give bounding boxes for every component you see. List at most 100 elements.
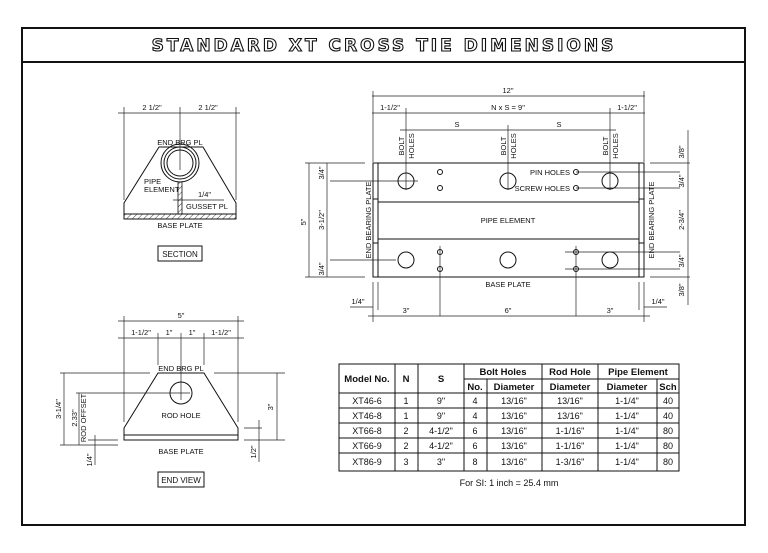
end-dim-overall: 5" — [178, 311, 185, 320]
cell-sch: 80 — [663, 441, 673, 451]
end-dim-1: 1-1/2" — [131, 328, 151, 337]
bolt-label-1b: HOLES — [407, 133, 416, 158]
cell-model: XT86-9 — [352, 457, 382, 467]
section-gusset-thk: 1/4" — [198, 190, 211, 199]
plan-dim-right-a: 3/4" — [677, 174, 686, 187]
th-n: N — [403, 374, 410, 385]
cell-bolt-no: 6 — [472, 441, 477, 451]
plan-dim-right-edge: 1-1/2" — [617, 103, 637, 112]
plan-dim-bot-mid: 6" — [505, 306, 512, 315]
bolt-label-3b: HOLES — [611, 133, 620, 158]
screw-holes-label: SCREW HOLES — [515, 184, 570, 193]
cell-sch: 80 — [663, 426, 673, 436]
cell-s: 4-1/2" — [429, 441, 453, 451]
end-dim-3: 1" — [189, 328, 196, 337]
cell-sch: 40 — [663, 411, 673, 421]
cell-s: 4-1/2" — [429, 426, 453, 436]
cell-model: XT46-8 — [352, 411, 382, 421]
section-pipe-label-1: PIPE — [144, 177, 161, 186]
plan-dim-overall: 12" — [502, 86, 513, 95]
cell-bolt-no: 6 — [472, 426, 477, 436]
th-rod-dia: Diameter — [550, 382, 591, 393]
end-rod-hole-label: ROD HOLE — [161, 411, 200, 420]
cell-s: 9" — [437, 411, 445, 421]
cell-n: 1 — [403, 396, 408, 406]
cell-bolt-dia: 13/16" — [501, 426, 527, 436]
th-model: Model No. — [344, 374, 389, 385]
cell-s: 9" — [437, 396, 445, 406]
cell-n: 1 — [403, 411, 408, 421]
th-rod-hole: Rod Hole — [549, 367, 591, 378]
end-dim-height-right: 3" — [266, 403, 275, 410]
end-dim-rod-offset: 2.33" — [70, 409, 79, 427]
plan-dim-s2: S — [556, 120, 561, 129]
cell-sch: 40 — [663, 396, 673, 406]
section-view-label: SECTION — [162, 250, 198, 259]
cell-bolt-dia: 13/16" — [501, 396, 527, 406]
cell-model: XT66-8 — [352, 426, 382, 436]
section-end-brg-label: END BRG PL — [157, 138, 202, 147]
si-note: For SI: 1 inch = 25.4 mm — [460, 478, 559, 488]
sheet-frame — [21, 27, 746, 526]
cell-pipe-dia: 1-1/4" — [615, 441, 639, 451]
th-bolt-dia: Diameter — [494, 382, 535, 393]
sheet-title: STANDARD XT CROSS TIE DIMENSIONS — [152, 36, 617, 56]
section-dim-left: 2 1/2" — [142, 103, 162, 112]
plan-dim-right-top: 3/8" — [677, 145, 686, 158]
bolt-label-3a: BOLT — [601, 136, 610, 155]
cell-bolt-dia: 13/16" — [501, 457, 527, 467]
cell-rod-dia: 1-1/16" — [556, 426, 585, 436]
cell-s: 3" — [437, 457, 445, 467]
end-dim-height-left: 3-1/4" — [54, 399, 63, 419]
plan-dim-nxs: N x S = 9" — [491, 103, 525, 112]
bolt-label-1a: BOLT — [397, 136, 406, 155]
table-row: XT86-9 3 3" 8 13/16" 1-3/16" 1-1/4" 80 — [352, 457, 673, 467]
plan-dim-left-mid: 3-1/2" — [317, 210, 326, 230]
section-base-label: BASE PLATE — [157, 221, 202, 230]
plan-dim-left-bot: 3/4" — [317, 262, 326, 275]
plan-dim-right-b: 3/4" — [677, 254, 686, 267]
plan-dim-plate-thk-left: 1/4" — [351, 297, 364, 306]
plan-dim-right-bot: 3/8" — [677, 283, 686, 296]
plan-dim-bot-right: 3" — [607, 306, 614, 315]
plan-dim-right-mid: 2-3/4" — [677, 210, 686, 230]
end-dim-2: 1" — [166, 328, 173, 337]
cell-pipe-dia: 1-1/4" — [615, 411, 639, 421]
plan-dim-plate-thk-right: 1/4" — [651, 297, 664, 306]
end-view: 5" 1-1/2" 1" 1" 1-1/2" 3-1/4" 2.33" ROD … — [54, 311, 285, 488]
cell-bolt-dia: 13/16" — [501, 411, 527, 421]
end-rod-offset-label: ROD OFFSET — [79, 393, 88, 442]
table-row: XT66-9 2 4-1/2" 6 13/16" 1-1/16" 1-1/4" … — [352, 441, 673, 451]
end-dim-base-thk: 1/4" — [85, 453, 94, 466]
table-row: XT66-8 2 4-1/2" 6 13/16" 1-1/16" 1-1/4" … — [352, 426, 673, 436]
th-bolt-no: No. — [467, 382, 482, 393]
end-bearing-plate-label-left: END BEARING PLATE — [364, 182, 373, 259]
end-dim-bottom-right: 1/2" — [249, 445, 258, 458]
th-bolt-holes: Bolt Holes — [480, 367, 527, 378]
cell-rod-dia: 1-3/16" — [556, 457, 585, 467]
plan-dim-bot-left: 3" — [403, 306, 410, 315]
bolt-label-2a: BOLT — [499, 136, 508, 155]
th-pipe-dia: Diameter — [607, 382, 648, 393]
end-brg-label: END BRG PL — [158, 364, 203, 373]
cell-model: XT66-9 — [352, 441, 382, 451]
pipe-element-label: PIPE ELEMENT — [481, 216, 536, 225]
cell-rod-dia: 1-1/16" — [556, 441, 585, 451]
plan-dim-left-height: 5" — [299, 218, 308, 225]
plan-dim-left-top: 3/4" — [317, 166, 326, 179]
end-base-label: BASE PLATE — [158, 447, 203, 456]
th-sch: Sch — [659, 382, 677, 393]
th-pipe-element: Pipe Element — [608, 367, 668, 378]
pin-holes-label: PIN HOLES — [530, 168, 570, 177]
plan-view: 12" 1-1/2" N x S = 9" 1-1/2" S S BOLT HO… — [299, 86, 690, 322]
table-row: XT46-6 1 9" 4 13/16" 13/16" 1-1/4" 40 — [352, 396, 673, 406]
cell-model: XT46-6 — [352, 396, 382, 406]
section-dim-right: 2 1/2" — [198, 103, 218, 112]
table-row: XT46-8 1 9" 4 13/16" 13/16" 1-1/4" 40 — [352, 411, 673, 421]
plan-dim-left-edge: 1-1/2" — [380, 103, 400, 112]
end-view-label: END VIEW — [161, 476, 201, 485]
cell-rod-dia: 13/16" — [557, 411, 583, 421]
cell-n: 2 — [403, 441, 408, 451]
cell-bolt-dia: 13/16" — [501, 441, 527, 451]
